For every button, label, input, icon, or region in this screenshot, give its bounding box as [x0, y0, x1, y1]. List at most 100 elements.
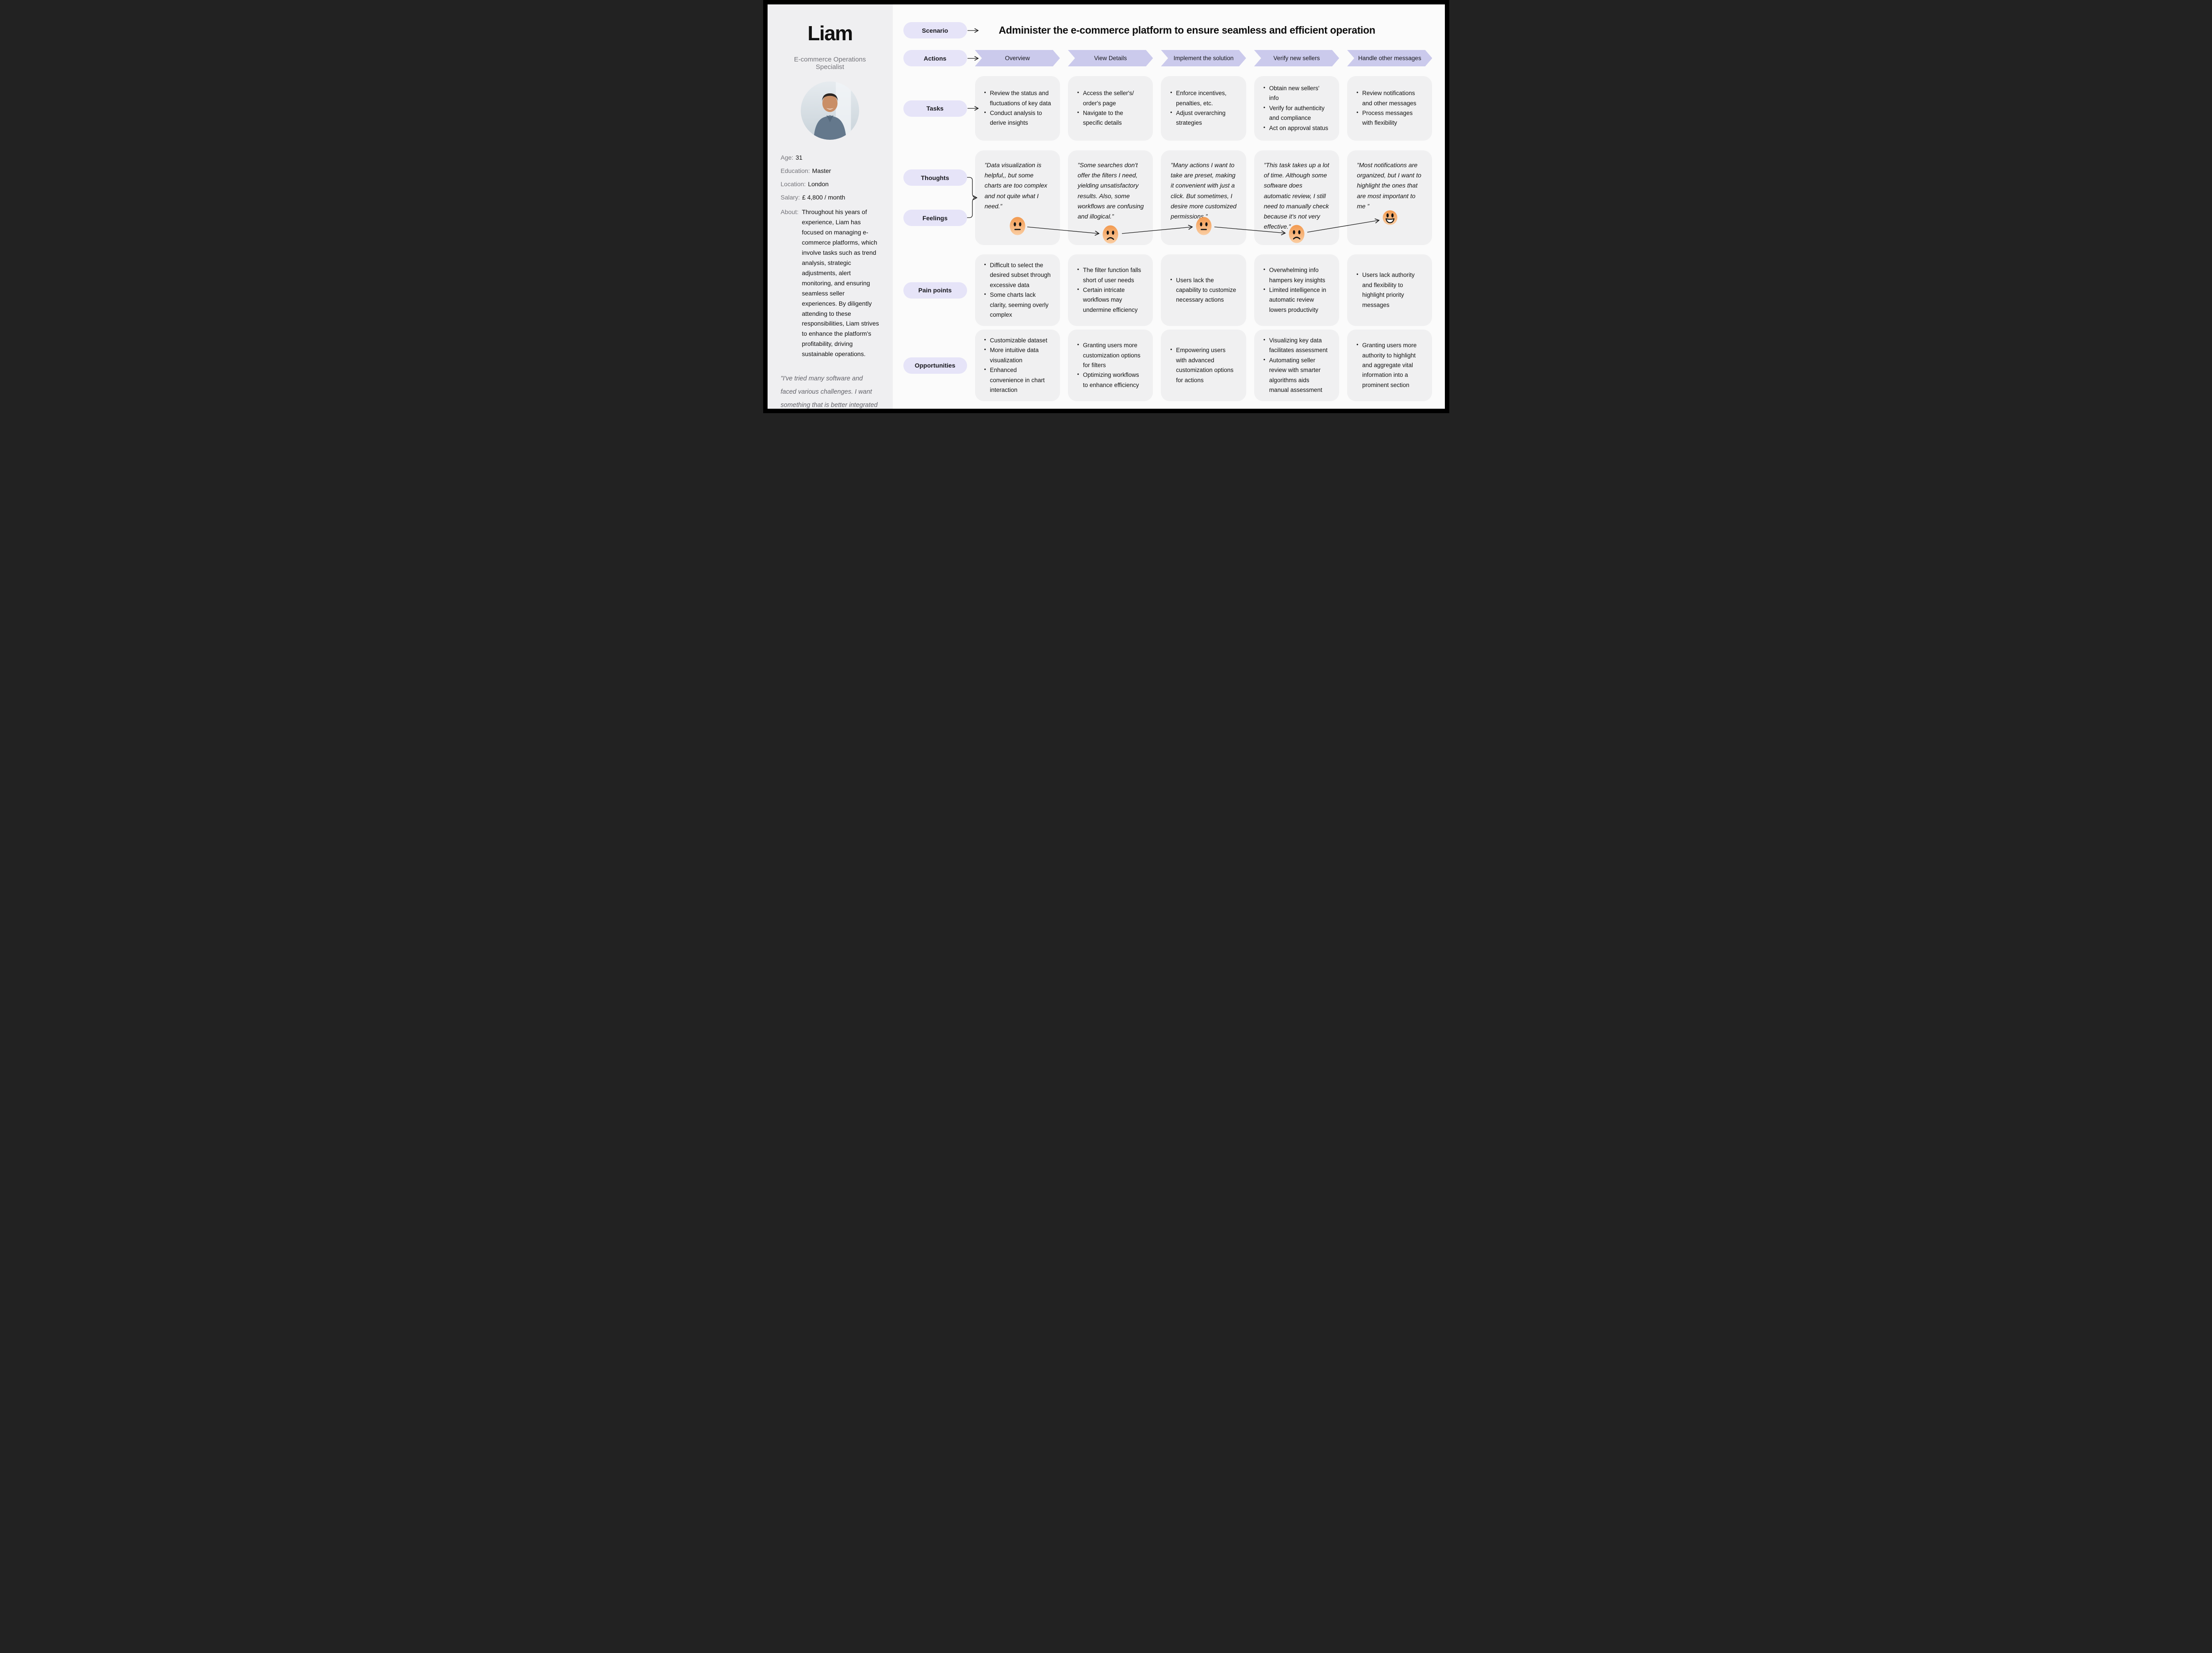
- thought-card-2: ”Some searches don't offer the filters I…: [1068, 150, 1153, 245]
- thought-quote: ”Some searches don't offer the filters I…: [1077, 161, 1144, 220]
- persona-name: Liam: [807, 22, 853, 45]
- detail-education-label: Education:: [780, 167, 810, 174]
- opportunity-item: Automating seller review with smarter al…: [1263, 356, 1330, 395]
- detail-location: Location:London: [781, 180, 879, 188]
- pain-item: Overwhelming info hampers key insights: [1263, 265, 1330, 285]
- actions-pill: Actions: [903, 50, 967, 66]
- pain-item: Difficult to select the desired subset t…: [984, 261, 1051, 290]
- canvas: Liam E-commerce Operations Specialist: [767, 4, 1445, 409]
- pain-card-5: Users lack authority and flexibility to …: [1347, 254, 1432, 326]
- scenario-row: Scenario Administer the e-commerce platf…: [903, 22, 1432, 38]
- right-arrow-icon: [967, 56, 979, 61]
- persona-quote: ”I've tried many software and faced vari…: [780, 375, 878, 409]
- opportunity-card-4: Visualizing key data facilitates assessm…: [1254, 330, 1340, 402]
- opportunity-item: Optimizing workflows to enhance efficien…: [1077, 370, 1144, 390]
- task-card-4: Obtain new sellers' info Verify for auth…: [1254, 76, 1340, 141]
- scenario-pill: Scenario: [903, 22, 967, 38]
- actions-row: Actions Overview View Details Implement …: [903, 50, 1432, 66]
- task-card-2: Access the seller's/ order's page Naviga…: [1068, 76, 1153, 141]
- task-item: Process messages with flexibility: [1356, 108, 1423, 128]
- task-item: Review the status and fluctuations of ke…: [984, 88, 1051, 108]
- detail-education: Education:Master: [781, 167, 879, 174]
- persona-journey-map: Liam E-commerce Operations Specialist: [763, 0, 1449, 413]
- opportunity-card-3: Empowering users with advanced customiza…: [1161, 330, 1246, 402]
- pain-card-2: The filter function falls short of user …: [1068, 254, 1153, 326]
- detail-age: Age:31: [781, 154, 879, 161]
- opportunity-item: Granting users more authority to highlig…: [1356, 341, 1423, 390]
- avatar: [801, 81, 859, 140]
- detail-about-text: Throughout his years of experience, Liam…: [802, 208, 879, 358]
- action-step-overview: Overview: [975, 50, 1060, 66]
- task-item: Navigate to the specific details: [1077, 108, 1144, 128]
- opportunity-item: Customizable dataset: [984, 336, 1051, 345]
- pain-item: The filter function falls short of user …: [1077, 265, 1144, 285]
- thoughts-label-cell: Thoughts Feelings: [903, 150, 967, 245]
- persona-details: Age:31 Education:Master Location:London …: [781, 154, 879, 359]
- feelings-pill: Feelings: [903, 210, 967, 226]
- right-arrow-icon: [967, 106, 979, 111]
- detail-about-label: About:: [780, 208, 799, 215]
- tasks-row: Tasks Review the status and fluctuations…: [903, 76, 1432, 141]
- pain-item: Some charts lack clarity, seeming overly…: [984, 290, 1051, 320]
- detail-location-label: Location:: [780, 180, 806, 188]
- action-step-verify-sellers: Verify new sellers: [1254, 50, 1339, 66]
- tasks-label-cell: Tasks: [903, 76, 979, 141]
- thought-quote: ”Many actions I want to take are preset,…: [1171, 161, 1237, 220]
- opportunities-row: Opportunities Customizable dataset More …: [903, 330, 1432, 402]
- thought-quote: ”Most notifications are organized, but I…: [1357, 161, 1421, 210]
- opportunity-card-1: Customizable dataset More intuitive data…: [975, 330, 1060, 402]
- task-item: Access the seller's/ order's page: [1077, 88, 1144, 108]
- right-arrow-icon: [967, 28, 979, 33]
- actions-label-cell: Actions: [903, 50, 979, 66]
- detail-about: About: Throughout his years of experienc…: [781, 207, 879, 359]
- pain-item: Users lack the capability to customize n…: [1170, 276, 1237, 305]
- task-item: Review notifications and other messages: [1356, 88, 1423, 108]
- avatar-photo-illustration: [801, 81, 859, 140]
- pain-card-1: Difficult to select the desired subset t…: [975, 254, 1060, 326]
- task-card-3: Enforce incentives, penalties, etc. Adju…: [1161, 76, 1246, 141]
- pain-item: Users lack authority and flexibility to …: [1356, 270, 1423, 310]
- detail-location-value: London: [808, 180, 829, 188]
- pain-item: Limited intelligence in automatic review…: [1263, 285, 1330, 315]
- pain-label-cell: Pain points: [903, 254, 967, 326]
- opportunity-item: Enhanced convenience in chart interactio…: [984, 365, 1051, 395]
- action-step-implement-solution: Implement the solution: [1161, 50, 1246, 66]
- scenario-title: Administer the e-commerce platform to en…: [998, 24, 1375, 36]
- detail-salary: Salary:£ 4,800 / month: [781, 194, 879, 201]
- pain-points-pill: Pain points: [903, 282, 967, 299]
- opportunities-pill: Opportunities: [903, 357, 967, 374]
- detail-salary-label: Salary:: [780, 194, 800, 201]
- opportunity-card-2: Granting users more customization option…: [1068, 330, 1153, 402]
- thought-card-5: ”Most notifications are organized, but I…: [1347, 150, 1432, 245]
- pain-points-row: Pain points Difficult to select the desi…: [903, 254, 1432, 326]
- detail-age-label: Age:: [780, 154, 794, 161]
- task-item: Enforce incentives, penalties, etc.: [1170, 88, 1237, 108]
- pain-card-3: Users lack the capability to customize n…: [1161, 254, 1246, 326]
- persona-role: E-commerce Operations Specialist: [794, 56, 866, 71]
- thought-quote: ”This task takes up a lot of time. Altho…: [1263, 161, 1329, 230]
- thoughts-row: Thoughts Feelings ”Data visualization is…: [903, 150, 1432, 245]
- pain-item: Certain intricate workflows may undermin…: [1077, 285, 1144, 315]
- thought-quote: ”Data visualization is helpful,, but som…: [984, 161, 1048, 210]
- journey-main: Scenario Administer the e-commerce platf…: [893, 4, 1445, 409]
- task-item: Conduct analysis to derive insights: [984, 108, 1051, 128]
- detail-education-value: Master: [812, 167, 831, 174]
- opportunity-item: Empowering users with advanced customiza…: [1170, 345, 1237, 385]
- task-item: Verify for authenticity and compliance: [1263, 104, 1330, 123]
- action-step-view-details: View Details: [1068, 50, 1153, 66]
- thought-card-4: ”This task takes up a lot of time. Altho…: [1254, 150, 1340, 245]
- task-card-1: Review the status and fluctuations of ke…: [975, 76, 1060, 141]
- task-item: Act on approval status: [1263, 123, 1330, 133]
- opportunity-card-5: Granting users more authority to highlig…: [1347, 330, 1432, 402]
- task-item: Obtain new sellers' info: [1263, 84, 1330, 104]
- tasks-pill: Tasks: [903, 100, 967, 117]
- detail-salary-value: £ 4,800 / month: [802, 194, 845, 201]
- thoughts-pill: Thoughts: [903, 169, 967, 186]
- action-step-handle-messages: Handle other messages: [1347, 50, 1432, 66]
- task-item: Adjust overarching strategies: [1170, 108, 1237, 128]
- detail-age-value: 31: [795, 154, 803, 161]
- opportunity-item: Granting users more customization option…: [1077, 341, 1144, 370]
- opportunity-item: More intuitive data visualization: [984, 345, 1051, 365]
- opportunity-item: Visualizing key data facilitates assessm…: [1263, 336, 1330, 356]
- thought-card-1: ”Data visualization is helpful,, but som…: [975, 150, 1060, 245]
